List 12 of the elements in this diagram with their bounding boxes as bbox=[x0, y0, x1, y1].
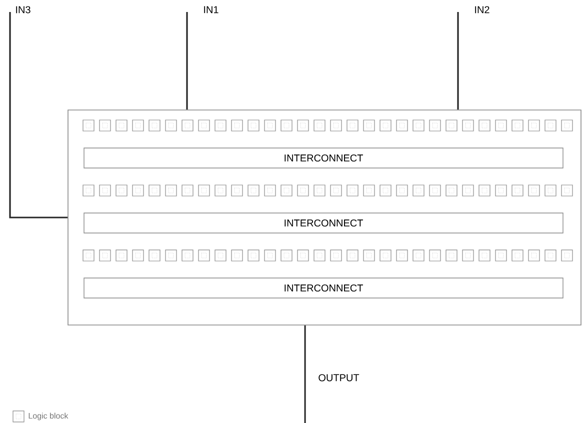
signal-label: IN1 bbox=[204, 6, 218, 14]
interconnect-box: INTERCONNECT bbox=[84, 148, 564, 168]
signal-label: IN3 bbox=[16, 6, 30, 14]
signal-label: IN2 bbox=[475, 6, 490, 14]
interconnect-box: INTERCONNECT bbox=[84, 278, 564, 298]
signal-label: OUTPUT bbox=[318, 374, 360, 382]
signal-line bbox=[457, 12, 459, 110]
signal-line bbox=[9, 12, 68, 218]
signal-line bbox=[304, 325, 306, 423]
interconnect-box: INTERCONNECT bbox=[84, 212, 564, 234]
signal-line bbox=[186, 12, 188, 110]
legend-label: Logic block bbox=[28, 412, 68, 420]
